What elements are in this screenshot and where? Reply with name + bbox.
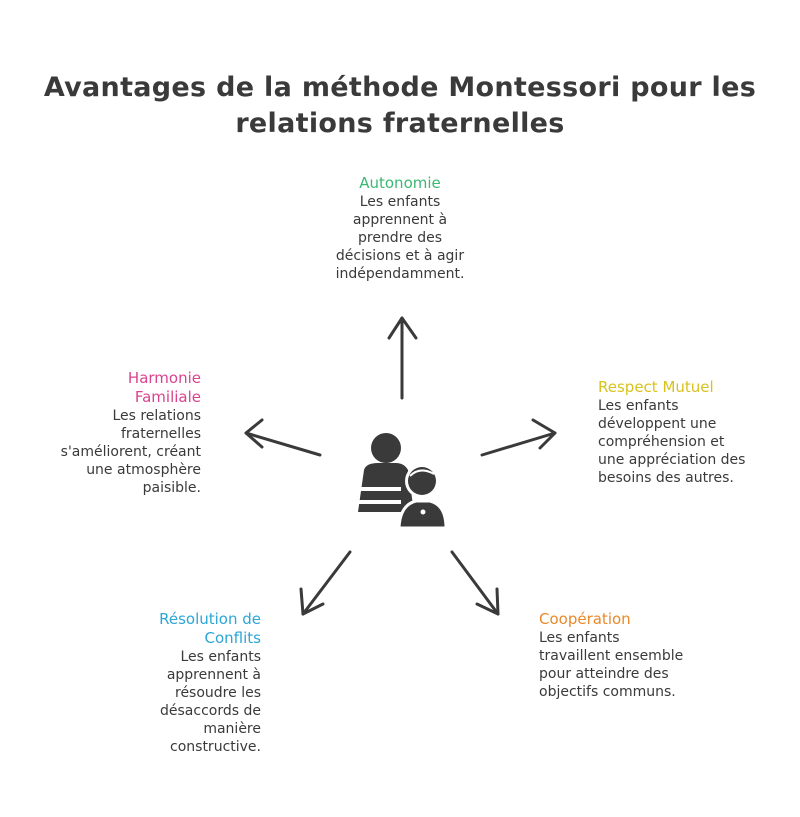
harmonie-desc-line: Les relations xyxy=(112,408,201,424)
harmonie-heading-line: Harmonie xyxy=(127,369,201,387)
cooperation-desc-line: travaillent ensemble xyxy=(539,648,684,664)
arrow-autonomie xyxy=(387,316,418,400)
autonomie-desc-line: Les enfants xyxy=(359,194,441,210)
cooperation-heading: Coopération xyxy=(539,610,631,628)
respect-heading: Respect Mutuel xyxy=(598,378,714,396)
harmonie-heading: Harmonie Familiale xyxy=(0,369,201,407)
harmonie-desc-line: fraternelles xyxy=(120,426,201,442)
autonomie-heading: Autonomie xyxy=(359,174,441,192)
cooperation-desc-line: pour atteindre des xyxy=(539,666,669,682)
harmonie-heading-line: Familiale xyxy=(134,388,201,406)
autonomie-description: Les enfants apprennent à prendre des déc… xyxy=(300,193,500,283)
node-autonomie: Autonomie Les enfants apprennent à prend… xyxy=(300,174,500,283)
harmonie-description: Les relations fraternelles s'améliorent,… xyxy=(0,407,201,497)
siblings-people-icon xyxy=(351,433,448,530)
respect-desc-line: besoins des autres. xyxy=(598,470,734,486)
autonomie-desc-line: apprennent à xyxy=(352,212,448,228)
harmonie-desc-line: une atmosphère xyxy=(86,462,201,478)
harmonie-desc-line: s'améliorent, créant xyxy=(60,444,201,460)
node-harmonie-familiale: Harmonie Familiale Les relations fratern… xyxy=(0,369,201,497)
title-line-1: Avantages de la méthode Montessori pour … xyxy=(43,72,757,103)
resolution-description: Les enfants apprennent à résoudre les dé… xyxy=(60,648,261,756)
cooperation-desc-line: Les enfants xyxy=(539,630,620,646)
arrow-resolution xyxy=(299,550,352,616)
respect-description: Les enfants développent une compréhensio… xyxy=(598,397,798,487)
cooperation-desc-line: objectifs communs. xyxy=(539,684,676,700)
autonomie-desc-line: prendre des xyxy=(357,230,442,246)
resolution-desc-line: résoudre les xyxy=(175,685,261,701)
resolution-desc-line: constructive. xyxy=(170,739,261,755)
page-title: Avantages de la méthode Montessori pour … xyxy=(0,70,800,142)
respect-desc-line: Les enfants xyxy=(598,398,679,414)
arrow-harmonie xyxy=(244,418,322,457)
arrow-respect xyxy=(480,418,557,457)
harmonie-desc-line: paisible. xyxy=(142,480,201,496)
autonomie-desc-line: indépendamment. xyxy=(335,266,465,282)
respect-desc-line: compréhension et xyxy=(598,434,725,450)
node-respect-mutuel: Respect Mutuel Les enfants développent u… xyxy=(598,378,798,487)
resolution-heading: Résolution de Conflits xyxy=(60,610,261,648)
resolution-heading-line: Conflits xyxy=(204,629,261,647)
title-line-2: relations fraternelles xyxy=(235,108,565,139)
arrow-cooperation xyxy=(450,550,500,616)
respect-desc-line: développent une xyxy=(598,416,717,432)
node-resolution-conflits: Résolution de Conflits Les enfants appre… xyxy=(60,610,261,756)
resolution-desc-line: désaccords de xyxy=(160,703,261,719)
resolution-heading-line: Résolution de xyxy=(159,610,261,628)
node-cooperation: Coopération Les enfants travaillent ense… xyxy=(539,610,739,701)
resolution-desc-line: apprennent à xyxy=(166,667,261,683)
respect-desc-line: une appréciation des xyxy=(598,452,746,468)
resolution-desc-line: manière xyxy=(203,721,261,737)
autonomie-desc-line: décisions et à agir xyxy=(335,248,465,264)
resolution-desc-line: Les enfants xyxy=(180,649,261,665)
cooperation-description: Les enfants travaillent ensemble pour at… xyxy=(539,629,739,701)
